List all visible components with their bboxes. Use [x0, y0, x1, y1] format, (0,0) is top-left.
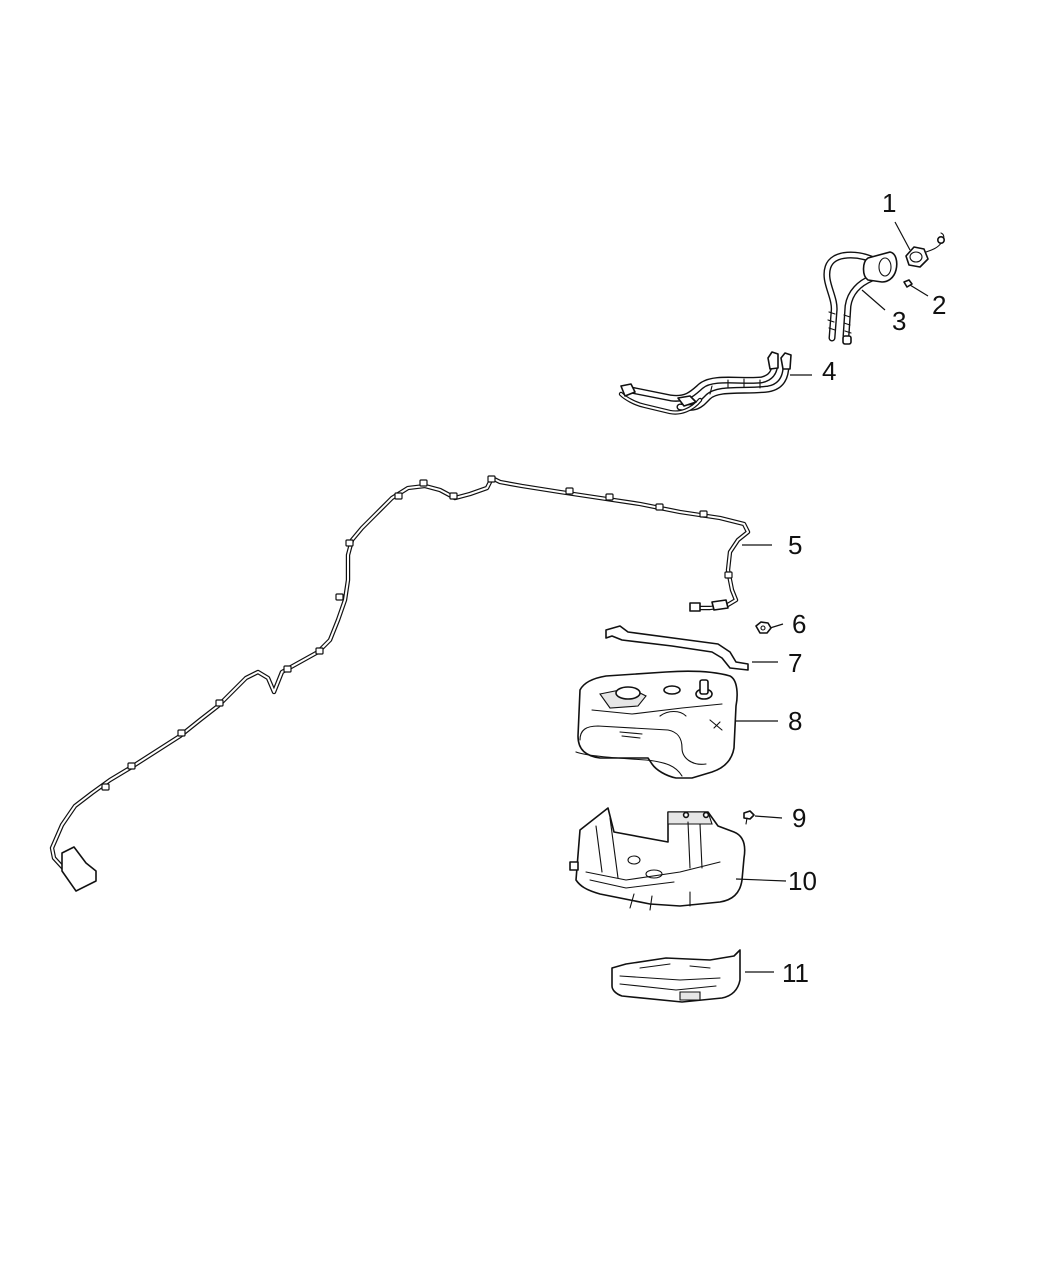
part-9-bolt[interactable]	[743, 810, 755, 825]
part-3-filler-housing[interactable]	[823, 251, 898, 345]
callout-11: 11	[782, 958, 809, 988]
callout-8: 8	[788, 706, 802, 736]
callout-3: 3	[892, 306, 906, 336]
callout-5: 5	[788, 530, 802, 560]
callout-4: 4	[822, 356, 836, 386]
part-1-fuel-cap[interactable]	[905, 232, 945, 268]
part-2-screw[interactable]	[903, 279, 913, 288]
part-8-fuel-tank[interactable]	[575, 670, 738, 779]
callout-6: 6	[792, 609, 806, 639]
callout-7: 7	[788, 648, 802, 678]
callout-1: 1	[882, 188, 896, 218]
leader-10	[735, 878, 787, 882]
leader-6	[769, 623, 784, 629]
callout-10: 10	[788, 866, 817, 896]
part-5-fuel-line[interactable]	[49, 475, 751, 892]
part-7-strap[interactable]	[605, 625, 749, 671]
leader-1	[894, 221, 911, 251]
leader-3	[861, 289, 886, 311]
part-11-heat-shield[interactable]	[611, 949, 741, 1003]
part-4-filler-tube[interactable]	[618, 351, 792, 415]
leader-2	[909, 284, 929, 297]
callout-2: 2	[932, 290, 946, 320]
part-10-skid-plate[interactable]	[569, 807, 746, 911]
part-6-nut[interactable]	[755, 621, 772, 634]
callout-9: 9	[792, 803, 806, 833]
leader-9	[754, 815, 783, 819]
